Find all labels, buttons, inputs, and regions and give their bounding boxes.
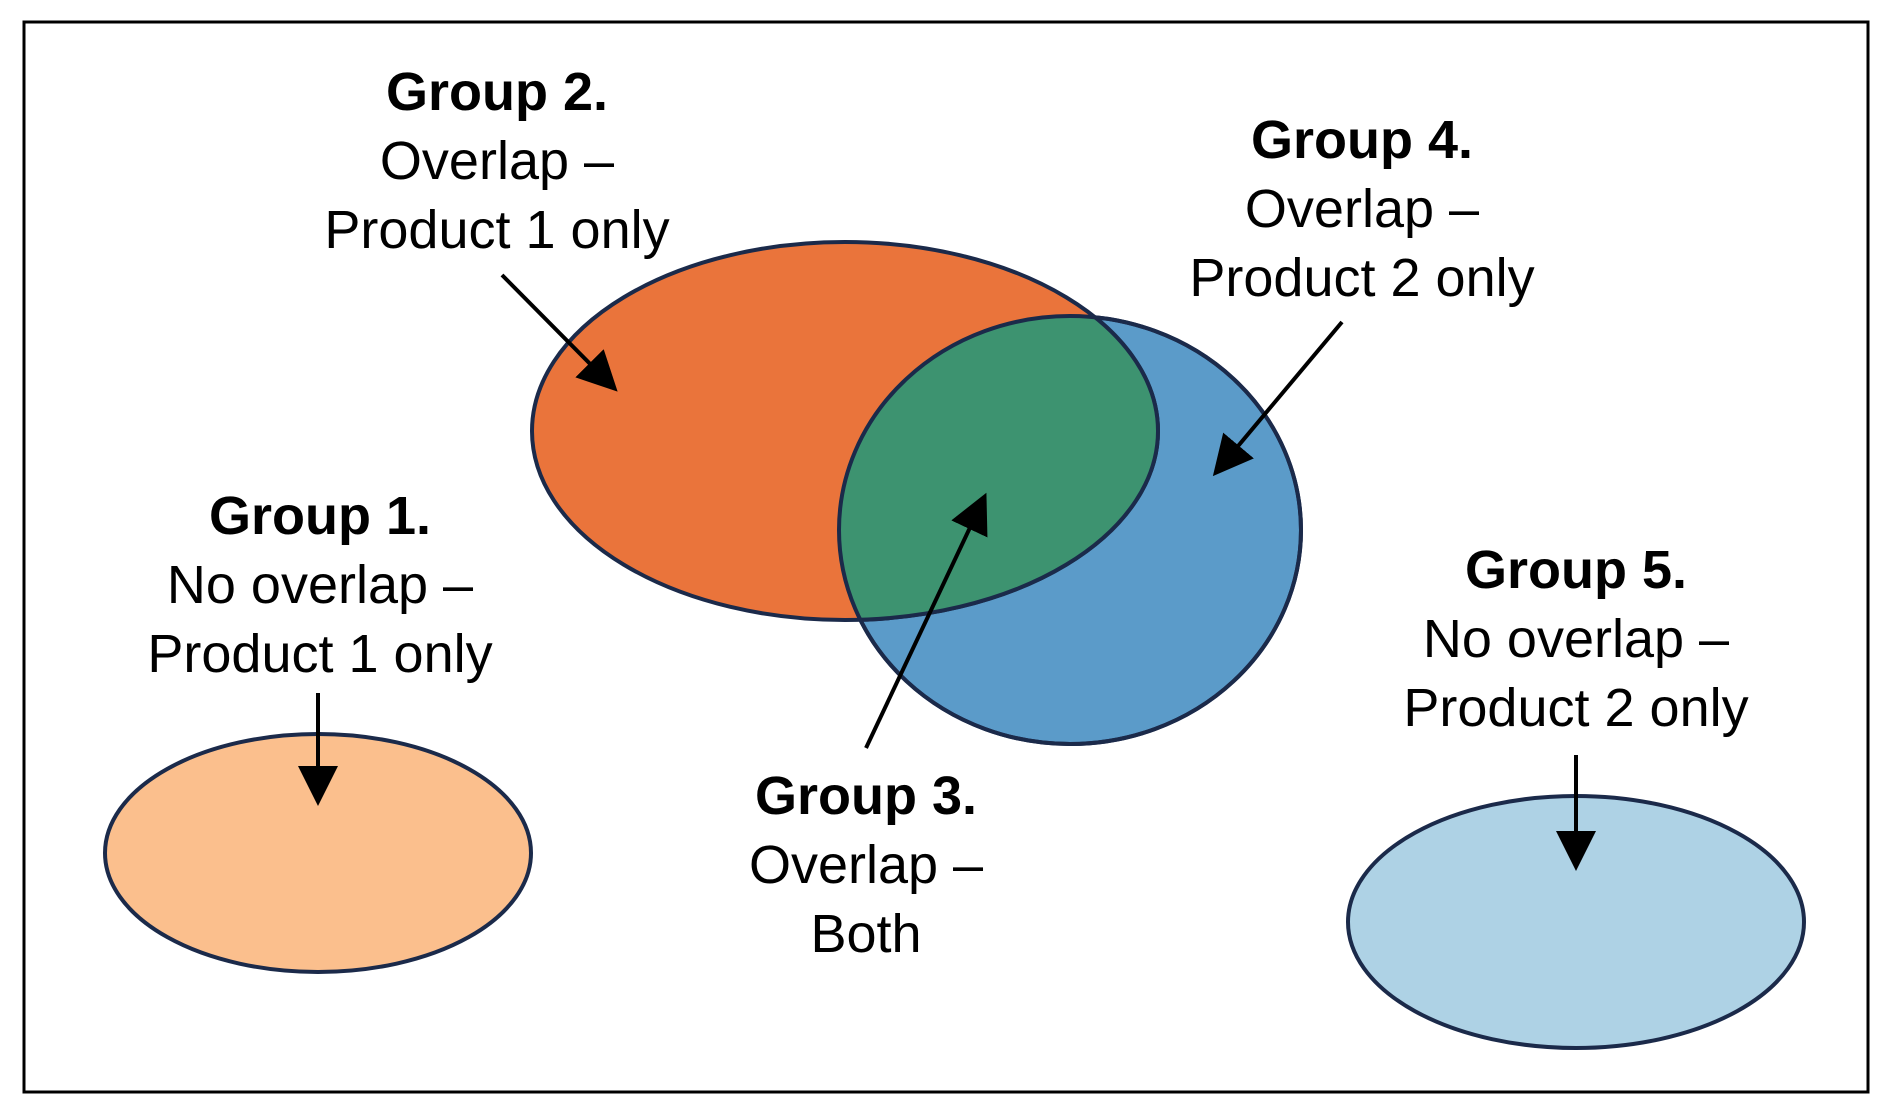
- group3-label: Group 3. Overlap – Both: [749, 762, 983, 969]
- group1-label: Group 1. No overlap – Product 1 only: [147, 482, 492, 689]
- group4-title: Group 4.: [1250, 110, 1474, 170]
- group5-label: Group 5. No overlap – Product 2 only: [1403, 536, 1748, 743]
- group2-line-2: Product 1 only: [324, 200, 670, 260]
- group3-line-2: Both: [810, 904, 922, 964]
- group3-title: Group 3.: [754, 766, 977, 826]
- group5-line-2: Product 2 only: [1403, 678, 1749, 738]
- group2-title: Group 2.: [385, 62, 609, 122]
- group2-label: Group 2. Overlap – Product 1 only: [324, 58, 669, 265]
- group3-line-1: Overlap –: [748, 835, 984, 895]
- group3-arrow: [864, 492, 988, 749]
- group1-title: Group 1.: [208, 486, 432, 546]
- group2-arrow: [500, 273, 618, 392]
- group5-title: Group 5.: [1464, 540, 1688, 600]
- group4-outline: [837, 314, 1303, 746]
- group4-label: Group 4. Overlap – Product 2 only: [1189, 106, 1534, 313]
- group1-line-1: No overlap –: [166, 555, 474, 615]
- group5-line-1: No overlap –: [1422, 609, 1730, 669]
- group1-line-2: Product 1 only: [147, 624, 493, 684]
- figure-frame: [22, 20, 1870, 1094]
- group4-line-2: Product 2 only: [1189, 248, 1535, 308]
- group2-line-1: Overlap –: [379, 131, 615, 191]
- group4-arrow: [1212, 320, 1344, 477]
- group4-line-1: Overlap –: [1244, 179, 1480, 239]
